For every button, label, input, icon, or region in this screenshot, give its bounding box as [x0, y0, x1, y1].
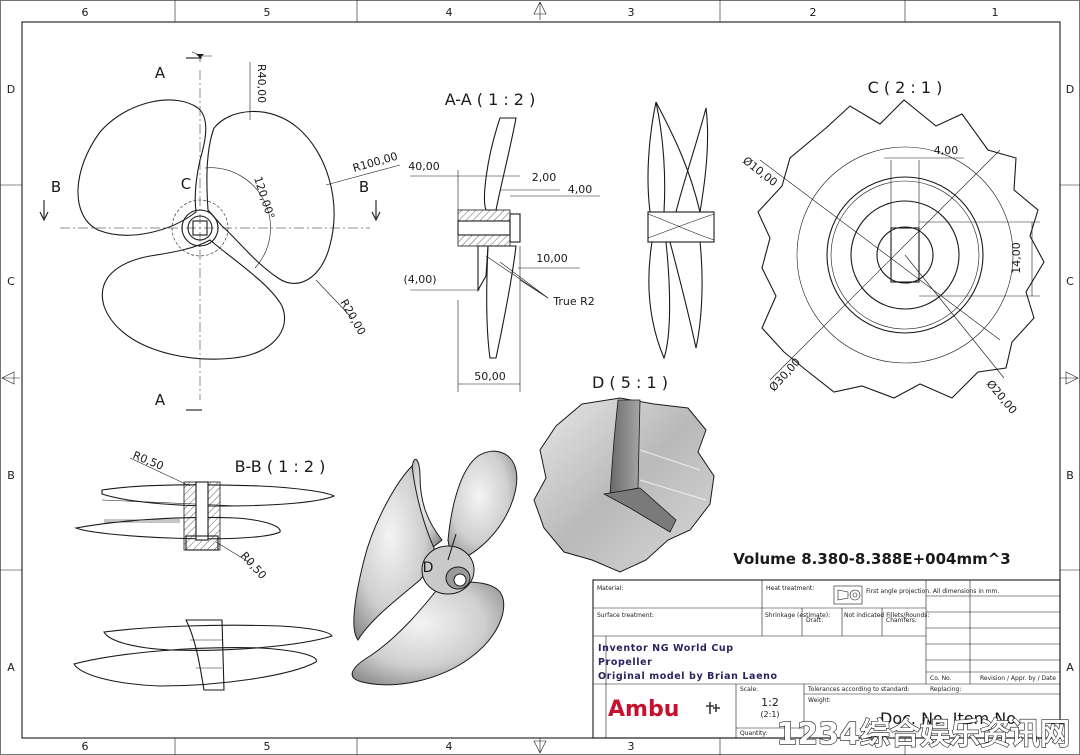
dim-r40: R40,00	[255, 64, 268, 103]
dim-aa-40: 40,00	[408, 160, 440, 173]
section-bb-title: B-B ( 1 : 2 )	[235, 457, 326, 476]
row-label-right-d: D	[1066, 83, 1074, 96]
dim-c-4: 4,00	[934, 144, 959, 157]
side-view	[647, 101, 715, 360]
tb-fillets-label: Not indicated Fillets/Rounds:	[844, 612, 929, 619]
dim-aa-4-ref: (4,00)	[403, 273, 436, 286]
row-label-right-c: C	[1066, 275, 1074, 288]
col-label-top-5: 5	[264, 6, 271, 19]
hub-outer	[171, 199, 229, 257]
tb-replacing-label: Replacing:	[930, 686, 961, 693]
company-name: Ambu	[608, 697, 679, 722]
col-label-top-3: 3	[628, 6, 635, 19]
detail-d-title: D ( 5 : 1 )	[592, 373, 668, 392]
detail-c-view: C ( 2 : 1 ) 4,00 14,00 Ø10,00 Ø30,00 Ø20…	[740, 78, 1045, 417]
row-label-right-a: A	[1066, 661, 1074, 674]
col-label-top-6: 6	[82, 6, 89, 19]
col-label-bottom-4: 4	[446, 740, 453, 753]
dim-c-dia10: Ø10,00	[740, 154, 780, 189]
tb-scale-label: Scale:	[740, 686, 758, 693]
tb-quantity-label: Quantity:	[740, 730, 768, 737]
section-b-label-left: B	[51, 178, 61, 196]
tb-scale-sub: (2:1)	[760, 710, 779, 719]
tb-doc-no: Doc. No. Item No	[880, 709, 1016, 728]
tb-shrinkage-label: Shrinkage (estimate):	[765, 612, 830, 619]
ambu-logo: Ambu	[608, 697, 720, 722]
dim-aa-50: 50,00	[474, 370, 506, 383]
dim-aa-10: 10,00	[536, 252, 568, 265]
col-label-top-4: 4	[446, 6, 453, 19]
section-aa-title: A-A ( 1 : 2 )	[445, 90, 536, 109]
col-label-top-1: 1	[992, 6, 999, 19]
section-bb-view: B-B ( 1 : 2 ) R0,50 R0,50	[74, 449, 336, 582]
tb-title-line3: Original model by Brian Laeno	[598, 671, 778, 682]
detail-d-view: D ( 5 : 1 )	[533, 373, 715, 573]
col-label-bottom-6: 6	[82, 740, 89, 753]
volume-note: Volume 8.380-8.388E+004mm^3	[733, 550, 1010, 568]
tb-weight-label: Weight:	[808, 697, 831, 704]
col-label-bottom-5: 5	[264, 740, 271, 753]
tb-title-line2: Propeller	[598, 657, 652, 668]
first-angle-projection-icon	[833, 585, 863, 605]
tb-draft-label: Draft:	[806, 617, 823, 624]
hub-keyway	[192, 220, 208, 236]
dim-aa-4: 4,00	[568, 183, 593, 196]
detail-d-marker: D	[423, 560, 434, 576]
col-label-top-2: 2	[810, 6, 817, 19]
detail-c-keyway	[890, 227, 920, 283]
section-a-label-top: A	[155, 64, 166, 82]
blade-upper-left	[77, 99, 207, 236]
detail-c-marker: C	[181, 175, 191, 193]
tb-chamfers-label: Chamfers:	[886, 617, 917, 624]
dim-c-dia30: Ø30,00	[767, 355, 804, 394]
detail-c-bore	[876, 226, 934, 284]
title-block: Material: Heat treatment: First angle pr…	[592, 579, 1061, 739]
dim-r20: R20,00	[337, 297, 368, 337]
tb-material-label: Material:	[597, 585, 623, 592]
dim-c-14: 14,00	[1010, 242, 1023, 274]
row-label-left-d: D	[7, 83, 15, 96]
tb-surface-treatment-label: Surface treatment:	[597, 612, 654, 619]
tb-heat-treatment-label: Heat treatment:	[766, 585, 814, 592]
watermark-text: 1234综合娱乐资讯网	[777, 717, 1071, 752]
section-a-label-bottom: A	[155, 391, 166, 409]
tb-co-no-label: Co. No.	[930, 675, 952, 682]
blade-upper-right	[206, 110, 335, 284]
dim-bb-r050-bottom: R0,50	[238, 549, 269, 582]
dim-aa-2: 2,00	[532, 171, 557, 184]
blade-lower	[101, 239, 286, 360]
note-true-r2: True R2	[552, 295, 595, 308]
col-label-bottom-3: 3	[628, 740, 635, 753]
dim-angle-120: 120,00°	[251, 175, 277, 221]
section-aa-view: A-A ( 1 : 2 ) 40,00 2,00 4,00 10,00 (4,0…	[403, 90, 600, 392]
section-b-label-right: B	[359, 178, 369, 196]
row-label-left-a: A	[7, 661, 15, 674]
row-label-left-c: C	[7, 275, 15, 288]
tb-tolerances-label: Tolerances according to standard:	[807, 686, 910, 693]
dim-r100: R100,00	[351, 150, 399, 175]
tb-revision-label: Revision / Appr. by / Date	[980, 675, 1056, 682]
detail-c-title: C ( 2 : 1 )	[868, 78, 943, 97]
dim-bb-r050-top: R0,50	[131, 449, 166, 473]
row-label-right-b: B	[1066, 469, 1074, 482]
tb-projection-note: First angle projection. All dimensions i…	[866, 588, 999, 595]
dim-c-dia20: Ø20,00	[984, 378, 1020, 417]
row-label-left-b: B	[7, 469, 15, 482]
isometric-propeller: D	[351, 450, 518, 686]
tb-title-line1: Inventor NG World Cup	[598, 643, 734, 654]
front-view: A A B B C R40,00 R100,00 120,00° R20,00	[39, 51, 401, 411]
tb-scale-value: 1:2	[761, 696, 779, 709]
bottom-side-view	[73, 619, 333, 691]
